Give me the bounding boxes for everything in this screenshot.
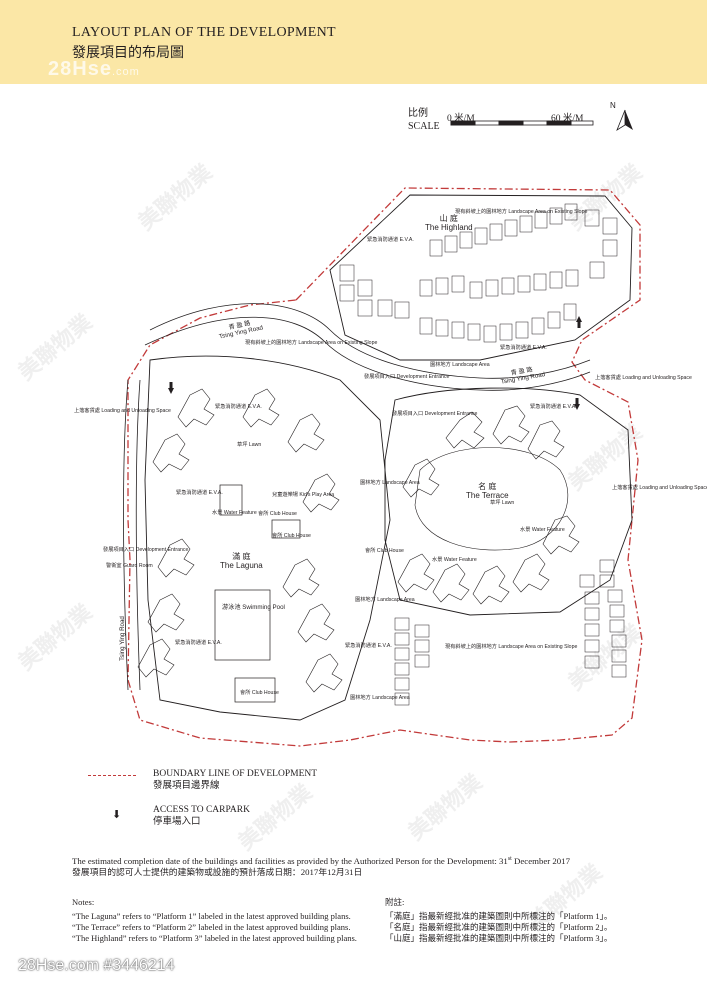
eva-label: 緊急消防通道 E.V.A. [176, 490, 223, 496]
swimming-pool-label: 游泳池 Swimming Pool [222, 604, 285, 611]
boundary-legend-line [88, 775, 136, 776]
laguna-towers [137, 388, 343, 693]
lawn-label: 草坪 Lawn [237, 442, 262, 448]
road-label-left: Tsing Ying Road [118, 616, 126, 661]
landscape-slope-label: 現有斜坡上的園林地方 Landscape Area on Existing Sl… [245, 340, 378, 346]
scale-label: 比例 SCALE [408, 107, 440, 133]
entrance-label: 發展項目入口 Development Entrance [103, 547, 189, 553]
landscape-area-label: 園林地方 Landscape Area [430, 362, 490, 368]
scale-bar [450, 120, 594, 126]
note-line: 「山庭」指最新經批准的建築圖則中所標注的「Platform 3」。 [385, 933, 613, 943]
carpark-legend-en: ACCESS TO CARPARK [153, 805, 250, 815]
notes-title-en: Notes: [72, 897, 95, 907]
landscape-area-label: 園林地方 Landscape Area [355, 597, 415, 603]
scale-start: 0 米/M [447, 114, 475, 124]
carpark-legend-arrow-icon: ⬇ [112, 809, 122, 821]
loading-space-label: 上落客貨處 Loading and Unloading Space [74, 408, 171, 414]
loading-space-label: 上落客貨處 Loading and Unloading Space [595, 375, 692, 381]
club-house-shape [271, 519, 301, 539]
terrace-houses [394, 559, 627, 706]
loading-space-label: 上落客貨處 Loading and Unloading Space [612, 485, 707, 491]
svg-text:N: N [610, 101, 616, 110]
page-header: LAYOUT PLAN OF THE DEVELOPMENT 發展項目的布局圖 … [0, 0, 707, 84]
eva-label: 緊急消防通道 E.V.A. [367, 237, 414, 243]
platform-laguna [144, 355, 391, 721]
laguna-label: 滿 庭 The Laguna [220, 552, 263, 570]
tsing-ying-road-left [123, 379, 129, 691]
lawn-label: 草坪 Lawn [490, 500, 515, 506]
notes-zh: 附註: 「滿庭」指最新經批准的建築圖則中所標注的「Platform 1」。 「名… [385, 897, 612, 944]
north-arrow-icon: N [610, 101, 633, 131]
club-house-label: 會所 Club House [240, 690, 279, 696]
landscape-area-label: 園林地方 Landscape Area [360, 480, 420, 486]
site-logo: 28Hse.com [48, 58, 140, 81]
eva-label: 緊急消防通道 E.V.A. [175, 640, 222, 646]
notes-en: Notes: “The Laguna” refers to “Platform … [72, 897, 357, 944]
highland-label-zh: 山 庭 [439, 214, 458, 223]
scale-label-zh: 比例 [408, 108, 428, 119]
kids-play-area-label: 兒童遊樂場 Kid's Play Area [272, 492, 335, 498]
water-feature-label: 水景 Water Feature [432, 557, 477, 563]
completion-zh: 發展項目的認可人士提供的建築物或設施的預計落成日期：2017年12月31日 [72, 866, 363, 877]
club-house-label: 會所 Club House [258, 511, 297, 517]
page-title-en: LAYOUT PLAN OF THE DEVELOPMENT [72, 25, 336, 40]
listing-id-watermark: 28Hse.com #3446214 [18, 957, 175, 974]
platform-highland [329, 194, 633, 361]
eva-label: 緊急消防通道 E.V.A. [500, 345, 547, 351]
laguna-label-en: The Laguna [220, 561, 263, 570]
note-line: “The Terrace” refers to “Platform 2” lab… [72, 922, 351, 932]
eva-label: 緊急消防通道 E.V.A. [530, 404, 577, 410]
carpark-legend: ACCESS TO CARPARK 停車場入口 [153, 804, 250, 828]
completion-sup: st [507, 856, 512, 862]
eva-label: 緊急消防通道 E.V.A. [215, 404, 262, 410]
laguna-club-house-shape [234, 677, 276, 703]
note-line: “The Highland” refers to “Platform 3” la… [72, 933, 357, 943]
scale-end: 60 米/M [551, 114, 584, 124]
landscape-slope-label: 現有斜坡上的園林地方 Landscape Area on Existing Sl… [445, 644, 578, 650]
boundary-legend-zh: 發展項目邊界線 [153, 781, 220, 791]
highland-label: 山 庭 The Highland [425, 214, 473, 232]
highland-label-en: The Highland [425, 223, 473, 232]
terrace-towers [397, 405, 580, 605]
terrace-label: 名 庭 The Terrace [466, 482, 509, 500]
guard-room-label: 警衛室 Guard Room [106, 563, 153, 569]
club-house-label: 會所 Club House [365, 548, 404, 554]
terrace-label-zh: 名 庭 [478, 482, 497, 491]
carpark-arrow-icon [168, 316, 582, 410]
tsing-ying-road-upper [149, 303, 591, 379]
laguna-label-zh: 滿 庭 [232, 552, 251, 561]
completion-note: The estimated completion date of the bui… [72, 854, 672, 878]
boundary-legend-en: BOUNDARY LINE OF DEVELOPMENT [153, 769, 318, 779]
completion-en: The estimated completion date of the bui… [72, 855, 508, 866]
logo-text: 28Hse [48, 58, 112, 80]
platform-terrace [384, 387, 633, 616]
club-house-label: 會所 Club House [272, 533, 311, 539]
entrance-label: 發展項目入口 Development Entrance [364, 374, 450, 380]
boundary-line [127, 187, 643, 747]
water-feature-label: 水景 Water Feature [520, 527, 565, 533]
water-feature-label: 水景 Water Feature [212, 510, 257, 516]
note-line: “The Laguna” refers to “Platform 1” labe… [72, 911, 351, 921]
highland-houses [339, 203, 618, 343]
note-line: 「名庭」指最新經批准的建築圖則中所標注的「Platform 2」。 [385, 922, 613, 932]
landscape-area-label: 園林地方 Landscape Area [350, 695, 410, 701]
boundary-legend: BOUNDARY LINE OF DEVELOPMENT 發展項目邊界線 [153, 768, 317, 792]
swimming-pool-shape [214, 589, 271, 661]
page-title-zh: 發展項目的布局圖 [72, 46, 184, 61]
landscape-slope-label: 現有斜坡上的園林地方 Landscape Area on Existing Sl… [455, 209, 588, 215]
carpark-legend-zh: 停車場入口 [153, 817, 201, 827]
eva-label: 緊急消防通道 E.V.A. [345, 643, 392, 649]
logo-suffix: .com [111, 66, 140, 78]
entrance-label: 發展項目入口 Development Entrance [392, 411, 478, 417]
terrace-label-en: The Terrace [466, 491, 509, 500]
completion-en-suffix: December 2017 [511, 855, 570, 866]
scale-label-en: SCALE [408, 121, 440, 132]
note-line: 「滿庭」指最新經批准的建築圖則中所標注的「Platform 1」。 [385, 911, 613, 921]
water-feature-shape [219, 484, 243, 516]
notes-title-zh: 附註: [385, 897, 405, 907]
